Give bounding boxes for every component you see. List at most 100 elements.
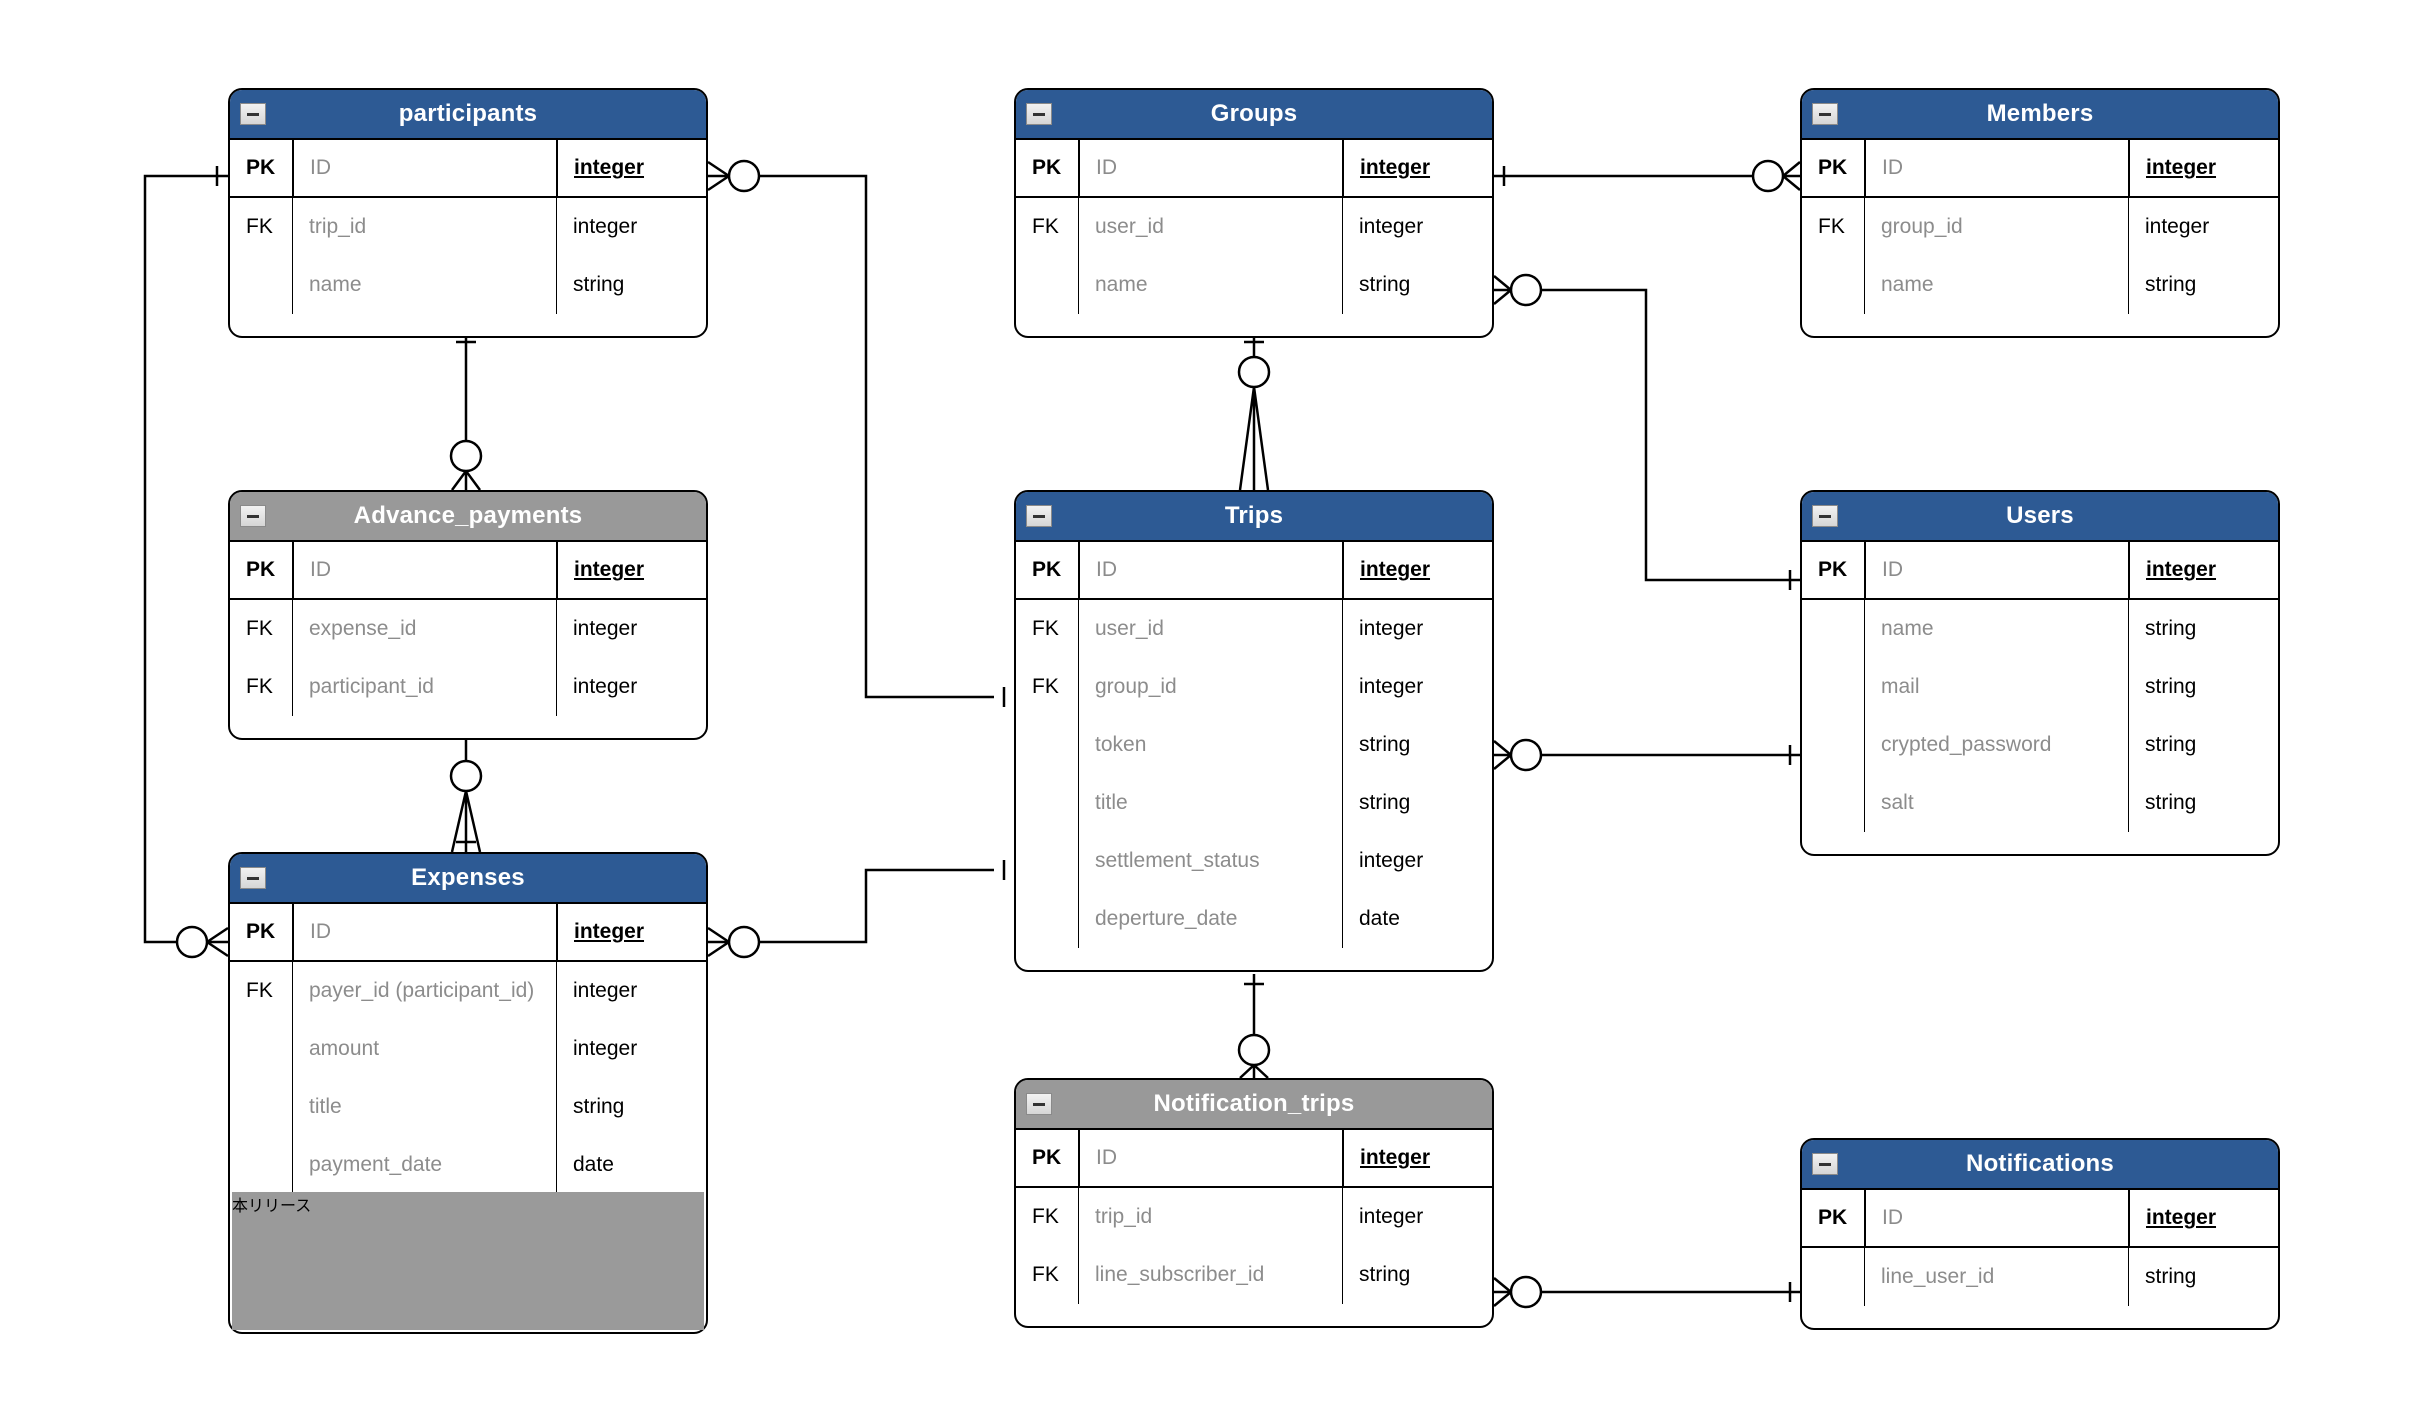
column-name: title [292, 1078, 556, 1136]
entity-bottom-padding [1802, 1306, 2278, 1328]
relationship-groups-users [1493, 273, 1800, 590]
minus-glyph [1819, 112, 1831, 116]
relationship-advance-payments-expenses [449, 736, 483, 853]
column-type: integer [556, 140, 706, 196]
minus-icon[interactable] [1026, 505, 1052, 527]
column-key-badge: PK [1032, 558, 1062, 581]
minus-icon[interactable] [1812, 1153, 1838, 1175]
column-type: integer [556, 962, 706, 1020]
release-scope-label-wrap: 本リリース [232, 1192, 704, 1330]
column-name: trip_id [292, 198, 556, 256]
minus-icon[interactable] [1812, 103, 1838, 125]
entity-title: Notifications [1966, 1150, 2114, 1177]
column-type: integer [556, 198, 706, 256]
minus-icon[interactable] [1026, 103, 1052, 125]
entity-bottom-padding [230, 716, 706, 738]
minus-icon[interactable] [1026, 1093, 1052, 1115]
column-name: ID [292, 542, 556, 598]
minus-glyph [1033, 514, 1045, 518]
relationship-participants-expenses [143, 166, 229, 959]
column-key-badge: PK [1818, 156, 1848, 179]
column-type: integer [1342, 140, 1492, 196]
column-type: string [2128, 256, 2278, 314]
column-type: string [556, 256, 706, 314]
column-name: payer_id (participant_id) [292, 962, 556, 1020]
column-type: integer [2128, 198, 2278, 256]
column-type: string [2128, 600, 2278, 658]
column-type: string [1342, 774, 1492, 832]
entity-header-notifications: Notifications [1802, 1140, 2278, 1190]
column-key-badge: PK [246, 920, 276, 943]
entity-header-notification_trips: Notification_trips [1016, 1080, 1492, 1130]
column-name: line_user_id [1864, 1248, 2128, 1306]
column-type: string [2128, 658, 2278, 716]
minus-icon[interactable] [240, 103, 266, 125]
minus-icon[interactable] [1812, 505, 1838, 527]
entity-bottom-padding [230, 314, 706, 336]
minus-glyph [1033, 1102, 1045, 1106]
column-name: mail [1864, 658, 2128, 716]
column-key-badge: FK [1032, 1205, 1059, 1228]
minus-glyph [1819, 514, 1831, 518]
column-key-badge: FK [1032, 675, 1059, 698]
entity-bottom-padding [1016, 948, 1492, 970]
minus-icon[interactable] [240, 867, 266, 889]
entity-header-expenses: Expenses [230, 854, 706, 904]
column-name: ID [1864, 1190, 2128, 1246]
minus-icon[interactable] [240, 505, 266, 527]
entity-title: Trips [1224, 502, 1284, 529]
relationship-groups-members [1494, 159, 1801, 193]
column-name: ID [1078, 1130, 1342, 1186]
column-name: trip_id [1078, 1188, 1342, 1246]
entity-header-trips: Trips [1016, 492, 1492, 542]
column-key-badge: PK [246, 558, 276, 581]
column-key-badge: FK [246, 675, 273, 698]
column-name: group_id [1864, 198, 2128, 256]
